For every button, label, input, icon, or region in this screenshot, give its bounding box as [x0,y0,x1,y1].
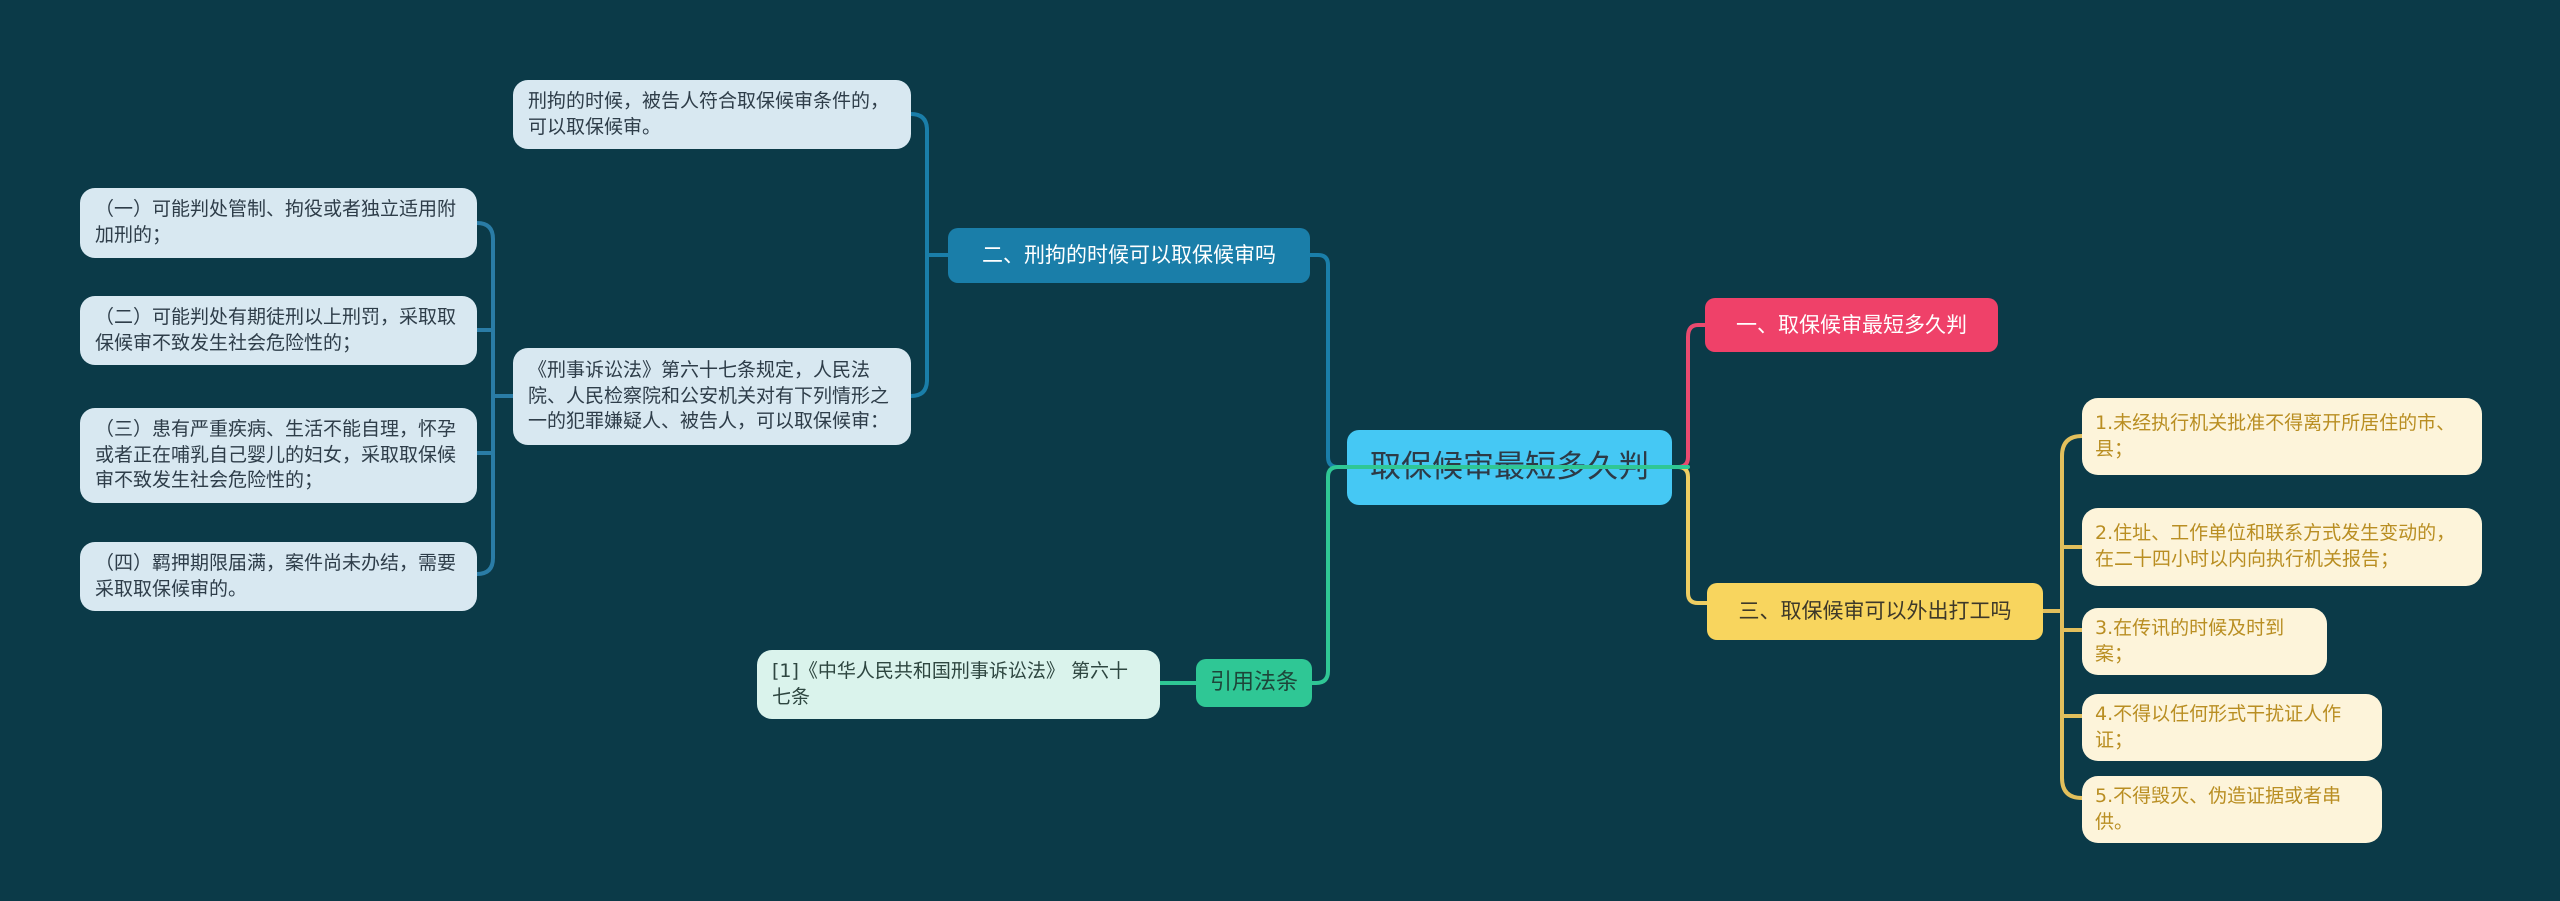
root-topic-label: 取保候审最短多久判 [1370,448,1649,485]
answer2-note[interactable]: 刑拘的时候，被告人符合取保候审条件的，可以取保候审。 [513,80,911,150]
bracket-question2-children [909,112,950,398]
condition-3-label: （三）患有严重疾病、生活不能自理，怀孕或者正在哺乳自己婴儿的妇女，采取取保候审不… [95,418,457,492]
obligation-5-label: 5.不得毁灭、伪造证据或者串供。 [2095,785,2342,833]
root-topic[interactable]: 取保候审最短多久判 [1347,430,1672,505]
obligation-5-note[interactable]: 5.不得毁灭、伪造证据或者串供。 [2082,776,2382,844]
obligation-4-note[interactable]: 4.不得以任何形式干扰证人作证； [2082,694,2382,762]
bracket-law67-conditions [475,221,515,576]
connector-root-to-question2 [1308,253,1349,469]
obligation-1-note[interactable]: 1.未经执行机关批准不得离开所居住的市、县； [2082,398,2482,475]
condition-2-label: （二）可能判处有期徒刑以上刑罚，采取取保候审不致发生社会危险性的； [95,306,457,354]
branch-question3[interactable]: 三、取保候审可以外出打工吗 [1707,583,2043,640]
condition-4-note[interactable]: （四）羁押期限届满，案件尚未办结，需要采取取保候审的。 [80,542,477,612]
connector-root-to-question3 [1670,465,1709,605]
branch-question1-label: 一、取保候审最短多久判 [1736,312,1967,337]
citation-node[interactable]: 引用法条 [1196,659,1312,707]
citation-ref-note[interactable]: [1]《中华人民共和国刑事诉讼法》 第六十七条 [757,650,1160,720]
answer2-label: 刑拘的时候，被告人符合取保候审条件的，可以取保候审。 [528,90,890,138]
obligation-2-note[interactable]: 2.住址、工作单位和联系方式发生变动的，在二十四小时以内向执行机关报告； [2082,508,2482,586]
condition-4-label: （四）羁押期限届满，案件尚未办结，需要采取取保候审的。 [95,552,457,600]
branch-question3-label: 三、取保候审可以外出打工吗 [1738,599,2012,624]
condition-3-note[interactable]: （三）患有严重疾病、生活不能自理，怀孕或者正在哺乳自己婴儿的妇女，采取取保候审不… [80,408,477,503]
obligation-3-label: 3.在传讯的时候及时到案； [2095,617,2285,665]
bracket-question3-obligations [2041,434,2084,800]
condition-1-note[interactable]: （一）可能判处管制、拘役或者独立适用附加刑的； [80,188,477,258]
condition-1-label: （一）可能判处管制、拘役或者独立适用附加刑的； [95,198,457,246]
law67-note[interactable]: 《刑事诉讼法》第六十七条规定，人民法院、人民检察院和公安机关对有下列情形之一的犯… [513,348,911,445]
branch-question1[interactable]: 一、取保候审最短多久判 [1705,298,1998,352]
law67-label: 《刑事诉讼法》第六十七条规定，人民法院、人民检察院和公安机关对有下列情形之一的犯… [528,359,890,433]
connector-root-to-question1 [1670,323,1707,469]
condition-2-note[interactable]: （二）可能判处有期徒刑以上刑罚，采取取保候审不致发生社会危险性的； [80,296,477,366]
obligation-3-note[interactable]: 3.在传讯的时候及时到案； [2082,608,2327,676]
branch-question2[interactable]: 二、刑拘的时候可以取保候审吗 [948,228,1310,283]
citation-ref-label: [1]《中华人民共和国刑事诉讼法》 第六十七条 [772,660,1128,708]
citation-node-label: 引用法条 [1209,670,1298,696]
branch-question2-label: 二、刑拘的时候可以取保候审吗 [982,243,1276,268]
obligation-4-label: 4.不得以任何形式干扰证人作证； [2095,703,2342,751]
obligation-1-label: 1.未经执行机关批准不得离开所居住的市、县； [2095,411,2456,460]
obligation-2-label: 2.住址、工作单位和联系方式发生变动的，在二十四小时以内向执行机关报告； [2095,522,2456,570]
